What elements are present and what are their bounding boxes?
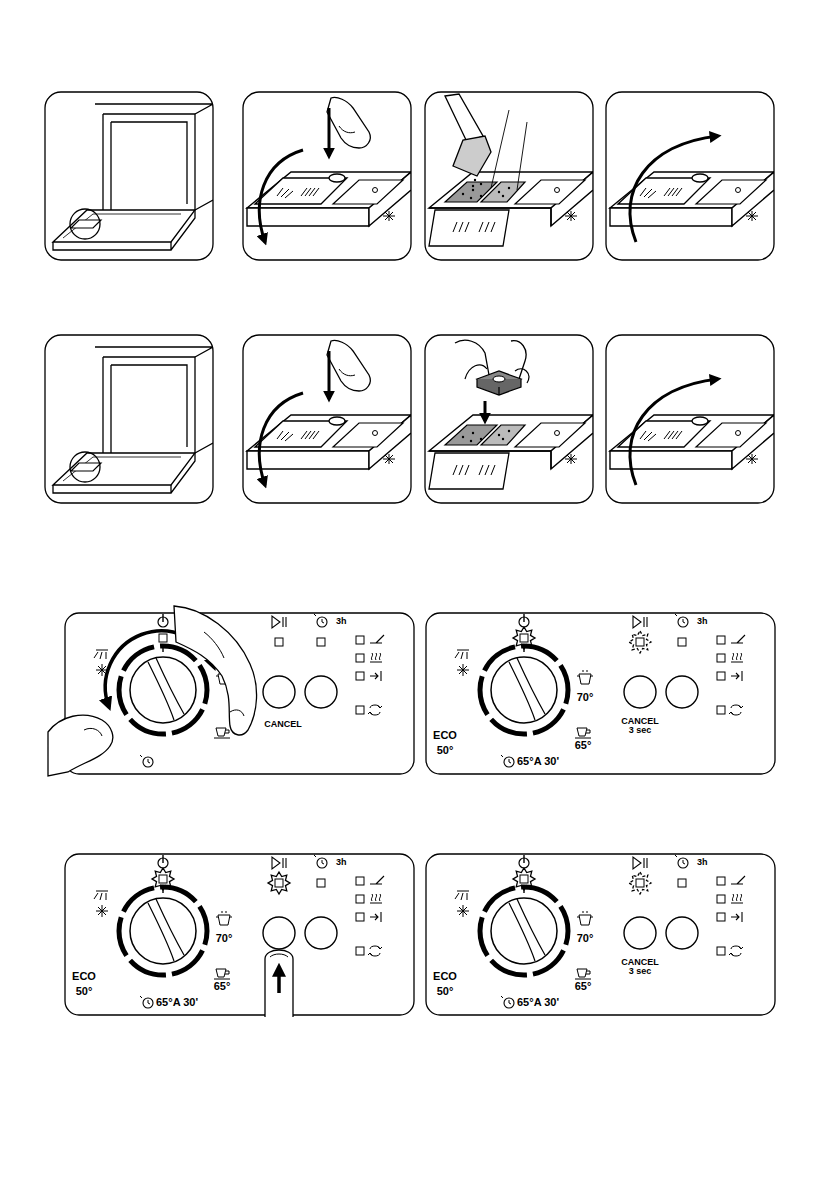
dishwasher-figure (53, 347, 213, 493)
panel-label: 50° (76, 986, 93, 998)
dispenser-open-figure (429, 172, 593, 246)
control-panel (65, 854, 414, 1015)
close-arrow (630, 379, 718, 485)
panel-label: 50° (437, 745, 454, 757)
frame (425, 335, 593, 503)
dispenser-figure (610, 415, 774, 469)
panel-label: 3h (697, 858, 708, 867)
panel-label: 3h (697, 617, 708, 626)
panel-label: 65° (575, 981, 592, 993)
turn-dial-hand (48, 606, 257, 776)
panel-label: 65° (214, 981, 231, 993)
frame (243, 335, 411, 503)
panel-label: 65°A 30' (517, 997, 559, 1009)
dispenser-figure (247, 172, 411, 226)
indicators-lit (513, 868, 651, 894)
dispenser-figure (247, 415, 411, 469)
tablet-hand (455, 340, 529, 421)
panel-label: 3h (336, 858, 347, 867)
open-action (259, 340, 370, 485)
panel-label: 50° (437, 986, 454, 998)
panel-label: ECO (433, 971, 457, 983)
frame (243, 92, 411, 260)
panel-label: ECO (433, 730, 457, 742)
panel-label: 65°A 30' (517, 756, 559, 768)
frame (45, 92, 213, 260)
dishwasher-figure (53, 104, 213, 250)
close-arrow (630, 136, 718, 242)
frame (606, 92, 774, 260)
frame (606, 335, 774, 503)
panel-label: CANCEL 3 sec (618, 717, 662, 736)
open-action (259, 97, 370, 242)
panel-label: 65°A 30' (156, 997, 198, 1009)
frame (45, 335, 213, 503)
panel-label: CANCEL 3 sec (618, 958, 662, 977)
indicators-lit (513, 627, 651, 653)
control-panel (426, 854, 775, 1015)
dispenser-figure (610, 172, 774, 226)
dispenser-open-figure (429, 415, 593, 489)
panel-label: 65° (575, 740, 592, 752)
control-panel (426, 613, 775, 774)
press-start (152, 868, 293, 1017)
powder-scoop (445, 94, 527, 190)
panel-label: 70° (216, 933, 233, 945)
panel-label: 70° (577, 692, 594, 704)
step-row-tablet (45, 335, 774, 503)
panel-label: CANCEL (264, 720, 302, 729)
panel-label: 3h (336, 617, 347, 626)
panel-label: 70° (577, 933, 594, 945)
frame (425, 92, 593, 260)
panel-label: ECO (72, 971, 96, 983)
step-row-powder (45, 92, 774, 260)
